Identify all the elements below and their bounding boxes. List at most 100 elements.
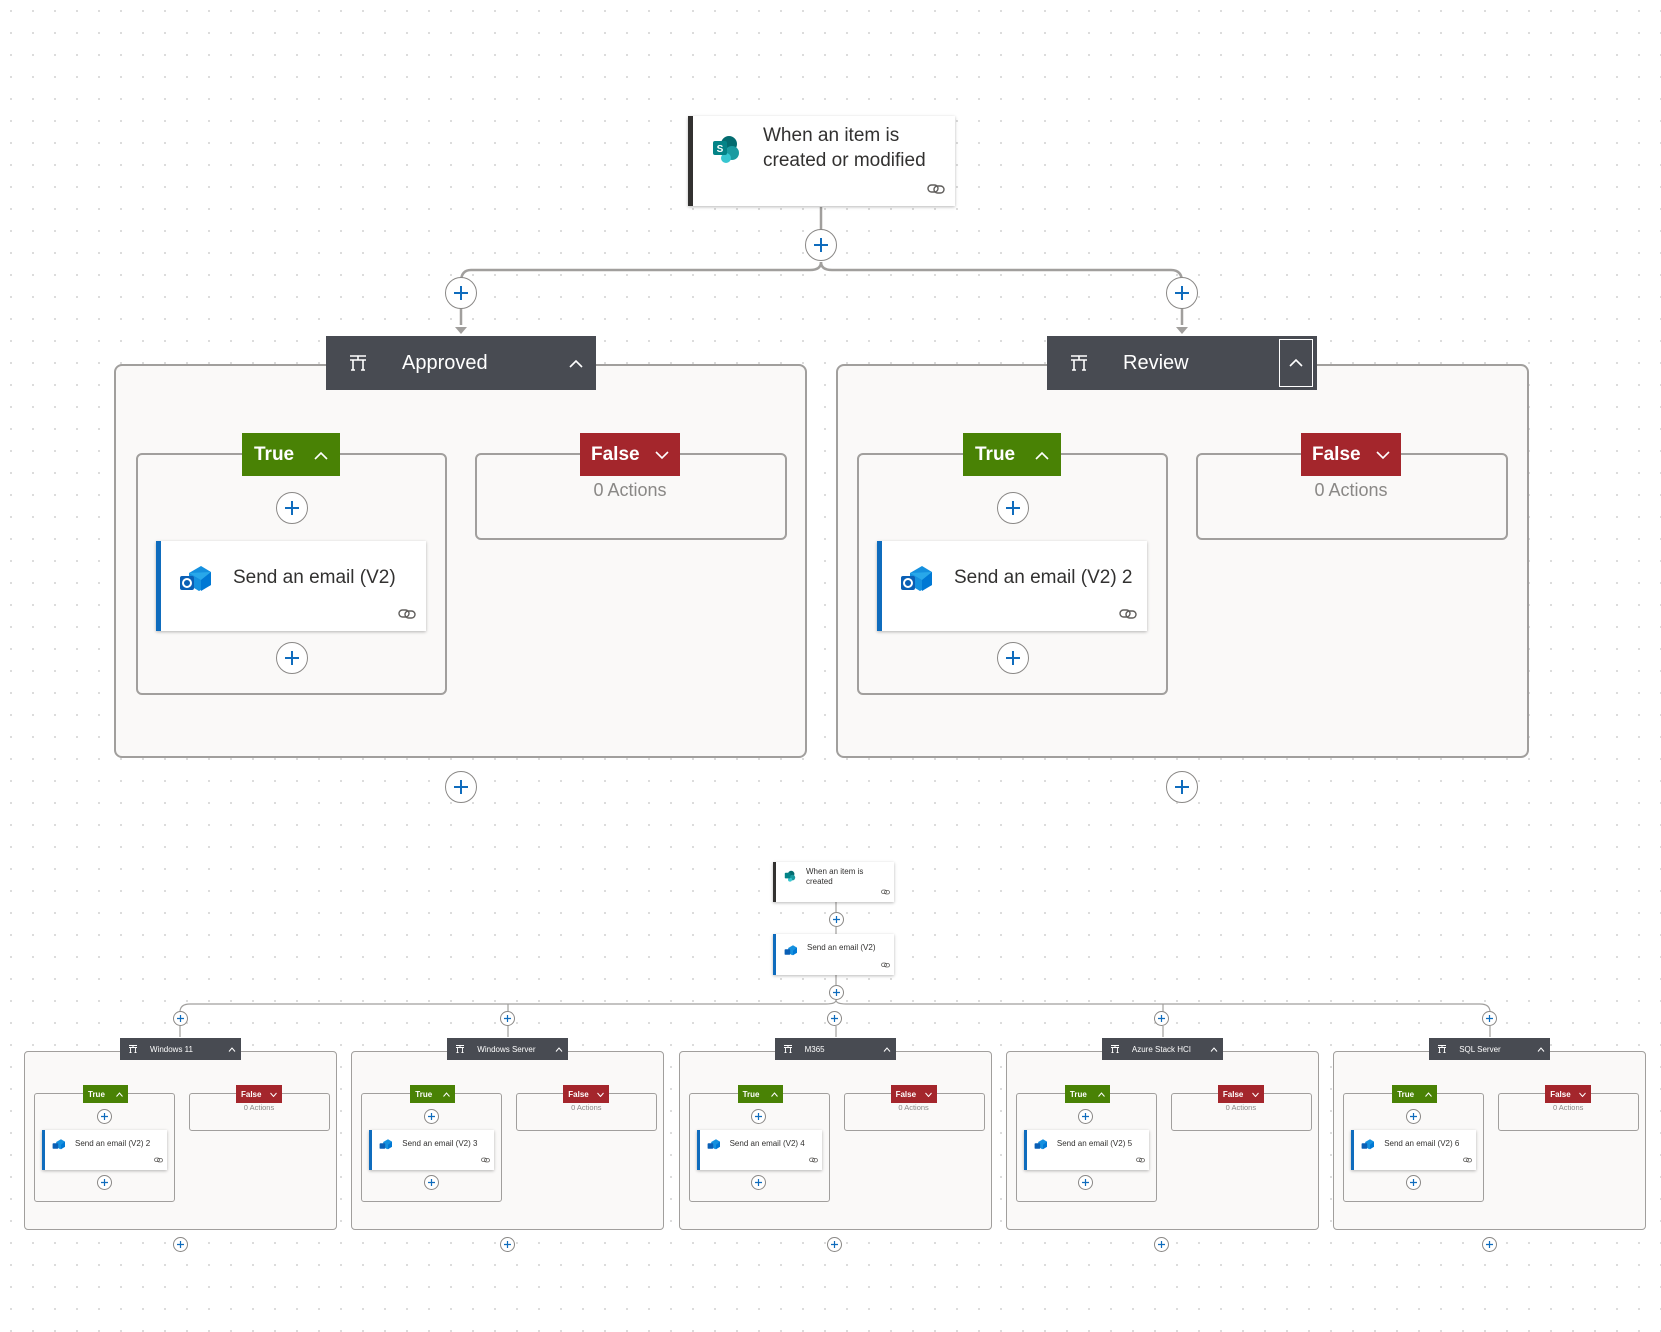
add-step-button[interactable]: [445, 277, 477, 309]
condition-header[interactable]: M365: [774, 1038, 896, 1060]
condition-header[interactable]: Windows 11: [120, 1038, 241, 1060]
false-branch-tag[interactable]: False: [890, 1085, 937, 1103]
action-card-send-email[interactable]: Send an email (V2) 3: [369, 1130, 495, 1170]
chevron-up-icon[interactable]: [1210, 1046, 1218, 1052]
add-step-button[interactable]: [751, 1109, 767, 1124]
chevron-up-icon: [770, 1091, 778, 1097]
condition-header[interactable]: SQL Server: [1429, 1038, 1551, 1060]
sharepoint-icon: S: [711, 134, 741, 164]
condition-header-approved[interactable]: Approved: [326, 336, 596, 390]
chevron-down-icon: [1252, 1092, 1259, 1097]
outlook-icon: [900, 563, 934, 593]
add-step-button[interactable]: [172, 1011, 188, 1026]
trigger-card[interactable]: S When an item is created or modified: [688, 116, 955, 206]
false-label: False: [1222, 1089, 1244, 1099]
chevron-up-icon[interactable]: [228, 1046, 236, 1052]
add-step-button[interactable]: [499, 1011, 515, 1026]
false-branch-tag[interactable]: False: [563, 1085, 610, 1103]
outlook-icon: [707, 1138, 721, 1150]
add-step-button[interactable]: [1405, 1109, 1421, 1124]
true-branch-tag[interactable]: True: [410, 1085, 456, 1103]
chevron-up-icon[interactable]: [883, 1046, 891, 1052]
add-step-button[interactable]: [1154, 1237, 1170, 1252]
true-branch-tag[interactable]: True: [242, 433, 340, 476]
chevron-down-icon: [1376, 444, 1390, 466]
actions-count: 0 Actions: [1314, 480, 1388, 500]
add-step-button[interactable]: [276, 492, 308, 524]
add-step-button[interactable]: [1166, 771, 1198, 803]
add-step-button[interactable]: [1481, 1011, 1497, 1026]
true-branch-tag[interactable]: True: [1392, 1085, 1438, 1103]
add-step-button[interactable]: [423, 1175, 439, 1190]
chevron-up-icon[interactable]: [1537, 1046, 1545, 1052]
chevron-up-icon[interactable]: [1279, 339, 1313, 387]
true-branch-tag[interactable]: True: [963, 433, 1061, 476]
add-step-button[interactable]: [96, 1109, 112, 1124]
outlook-icon: [52, 1138, 66, 1150]
condition-header-review[interactable]: Review: [1047, 336, 1317, 390]
trigger-title: When an item is created: [806, 867, 864, 887]
action-card-send-email[interactable]: Send an email (V2) 2: [877, 541, 1147, 631]
add-step-button[interactable]: [445, 771, 477, 803]
true-label: True: [415, 1089, 433, 1099]
add-step-button[interactable]: [805, 229, 837, 261]
condition-icon: [128, 1044, 138, 1054]
chevron-down-icon: [655, 444, 669, 466]
action-card-send-email[interactable]: Send an email (V2) 5: [1023, 1130, 1149, 1170]
trigger-card[interactable]: When an item is created: [773, 862, 894, 902]
link-icon: [481, 1150, 491, 1168]
true-label: True: [975, 443, 1016, 465]
false-branch-tag[interactable]: False: [580, 433, 680, 476]
true-label: True: [1397, 1089, 1415, 1099]
true-branch-tag[interactable]: True: [1064, 1085, 1110, 1103]
add-step-button[interactable]: [172, 1237, 188, 1252]
true-branch-tag[interactable]: True: [737, 1085, 783, 1103]
chevron-up-icon[interactable]: [568, 352, 584, 375]
action-card-send-email[interactable]: Send an email (V2) 4: [696, 1130, 822, 1170]
false-branch-tag[interactable]: False: [1217, 1085, 1264, 1103]
sharepoint-icon: [784, 869, 796, 882]
add-step-button[interactable]: [1078, 1109, 1094, 1124]
false-branch-tag[interactable]: False: [236, 1085, 282, 1103]
chevron-up-icon: [1425, 1091, 1433, 1097]
add-step-button[interactable]: [1154, 1011, 1170, 1026]
condition-header[interactable]: Windows Server: [447, 1038, 569, 1060]
add-step-button[interactable]: [751, 1175, 767, 1190]
add-step-button[interactable]: [827, 1011, 843, 1026]
actions-count: 0 Actions: [571, 1103, 602, 1112]
add-step-button[interactable]: [829, 985, 844, 1000]
chevron-down-icon: [1579, 1092, 1587, 1097]
action-card-send-email[interactable]: Send an email (V2) 2: [42, 1130, 167, 1170]
false-label: False: [1550, 1089, 1571, 1099]
action-card-send-email[interactable]: Send an email (V2) 6: [1351, 1130, 1477, 1170]
outlook-icon: [784, 943, 798, 955]
chevron-up-icon: [1098, 1091, 1105, 1097]
add-step-button[interactable]: [997, 492, 1029, 524]
chevron-up-icon[interactable]: [555, 1046, 563, 1052]
add-step-button[interactable]: [96, 1175, 112, 1190]
add-step-button[interactable]: [827, 1237, 843, 1252]
condition-title: Review: [1123, 351, 1189, 374]
false-label: False: [568, 1089, 589, 1099]
add-step-button[interactable]: [499, 1237, 515, 1252]
add-step-button[interactable]: [997, 642, 1029, 674]
add-step-button[interactable]: [1481, 1237, 1497, 1252]
add-step-button[interactable]: [1078, 1175, 1094, 1190]
add-step-button[interactable]: [423, 1109, 439, 1124]
link-icon: [1135, 1150, 1145, 1168]
false-branch-tag[interactable]: False: [1301, 433, 1401, 476]
action-title: Send an email (V2): [233, 566, 396, 588]
add-step-button[interactable]: [1166, 277, 1198, 309]
action-card-send-email[interactable]: Send an email (V2): [773, 934, 894, 975]
condition-header[interactable]: Azure Stack HCI: [1101, 1038, 1223, 1060]
condition-title: Windows 11: [150, 1044, 193, 1054]
action-card-send-email[interactable]: Send an email (V2): [156, 541, 426, 631]
condition-icon: [1437, 1044, 1447, 1054]
true-branch-tag[interactable]: True: [83, 1085, 128, 1103]
condition-title: M365: [804, 1044, 825, 1054]
false-branch-tag[interactable]: False: [1545, 1085, 1592, 1103]
add-step-button[interactable]: [1405, 1175, 1421, 1190]
action-title: Send an email (V2): [807, 943, 876, 953]
add-step-button[interactable]: [829, 912, 844, 927]
add-step-button[interactable]: [276, 642, 308, 674]
